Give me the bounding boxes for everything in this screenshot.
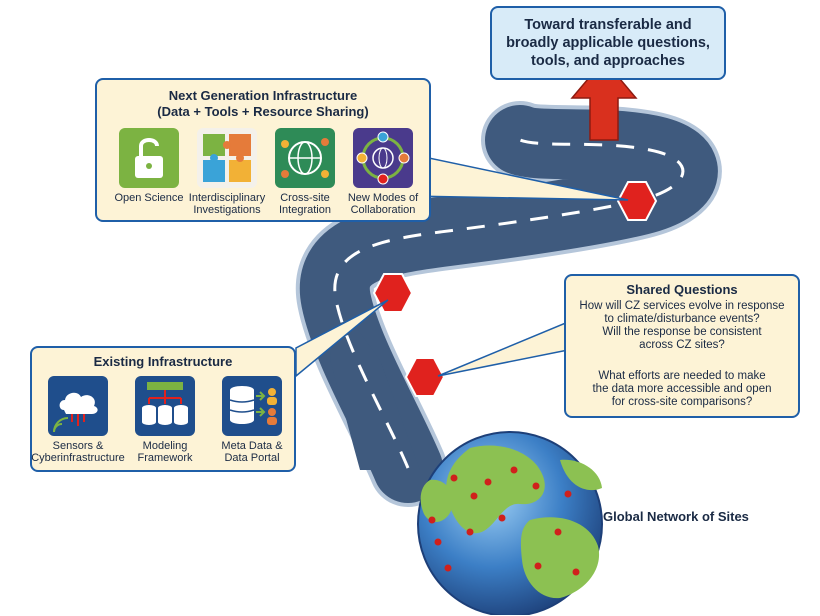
next-gen-subtitle: (Data + Tools + Resource Sharing): [157, 104, 369, 119]
goal-box: Toward transferable and broadly applicab…: [490, 6, 726, 80]
next-gen-title: Next Generation Infrastructure: [168, 88, 358, 103]
model-framework-icon: [135, 376, 195, 436]
existing-title: Existing Infrastructure: [93, 354, 233, 369]
goal-text: Toward transferable and broadly applicab…: [506, 17, 710, 69]
network-globe-icon: [275, 128, 335, 188]
open-science-label: Open Science: [114, 192, 184, 204]
next-gen-infrastructure-callout: Next Generation Infrastructure (Data + T…: [95, 78, 431, 222]
shared-question-2: What efforts are needed to make the data…: [592, 370, 772, 408]
existing-infrastructure-callout: Existing Infrastructure Sensors & Cyberi…: [30, 346, 296, 472]
sensors-label: Sensors & Cyberinfrastructure: [31, 440, 125, 464]
modeling-label: Modeling Framework: [137, 440, 193, 464]
metadata-label: Meta Data & Data Portal: [221, 440, 283, 464]
database-users-icon: [222, 376, 282, 436]
upward-arrow-icon: [570, 58, 638, 141]
shared-questions-callout: Shared Questions How will CZ services ev…: [564, 274, 800, 418]
puzzle-pieces-icon: [197, 128, 257, 188]
cross-site-label: Cross-site Integration: [279, 192, 331, 216]
globe-site-markers: [428, 466, 580, 576]
collaboration-globe-icon: [353, 128, 413, 188]
global-network-label: Global Network of Sites: [603, 509, 749, 524]
road-marker-next-gen: [616, 181, 658, 221]
shared-question-1: How will CZ services evolve in response …: [579, 300, 785, 351]
globe-icon: [417, 431, 603, 615]
cloud-sensor-icon: [48, 376, 108, 436]
interdisciplinary-label: Interdisciplinary Investigations: [188, 192, 266, 216]
collaboration-label: New Modes of Collaboration: [347, 192, 419, 216]
road-marker-shared: [404, 357, 446, 397]
unlocked-padlock-icon: [119, 128, 179, 188]
shared-title: Shared Questions: [626, 282, 738, 297]
